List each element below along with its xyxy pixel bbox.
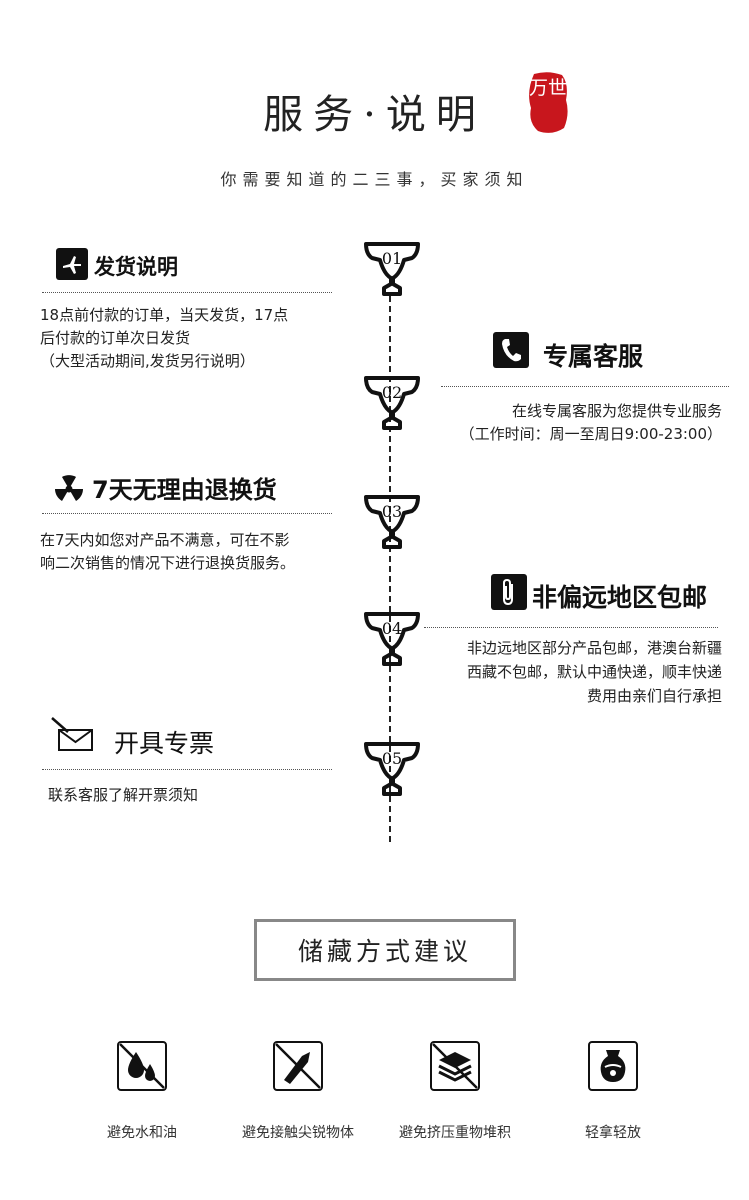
section-title-service: 专属客服	[543, 342, 644, 371]
shipping-line-2: 后付款的订单次日发货	[40, 329, 191, 347]
service-line-1: 在线专属客服为您提供专业服务	[511, 402, 722, 420]
trophy-step-label: 02	[382, 383, 402, 402]
free-shipping-line-1: 非边远地区部分产品包邮，港澳台新疆	[466, 639, 722, 657]
section-title-returns: 7天无理由退换货	[92, 476, 277, 504]
trophy-step-label: 05	[382, 749, 402, 768]
shipping-line-1: 18点前付款的订单，当天发货，17点	[40, 306, 289, 324]
page-subtitle: 你需要知道的二三事，买家须知	[220, 170, 529, 189]
no-stacking-icon	[429, 1040, 481, 1092]
phone-icon	[493, 332, 529, 368]
seal-stamp-icon	[529, 72, 568, 133]
trophy-step-04: 04	[360, 608, 424, 672]
airplane-icon	[56, 248, 88, 280]
divider	[424, 627, 718, 628]
trophy-step-03: 03	[360, 491, 424, 555]
divider	[42, 513, 332, 514]
trophy-step-label: 03	[382, 502, 402, 521]
timeline-line	[389, 296, 391, 842]
no-sharp-objects-icon	[272, 1040, 324, 1092]
section-body-free-shipping: 非边远地区部分产品包邮，港澳台新疆 西藏不包邮，默认中通快递，顺丰快递 费用由亲…	[410, 636, 722, 708]
fragile-vase-icon	[587, 1040, 639, 1092]
returns-line-1: 在7天内如您对产品不满意，可在不影	[40, 531, 290, 549]
free-shipping-line-2: 西藏不包邮，默认中通快递，顺丰快递	[466, 663, 722, 681]
section-title-free-shipping: 非偏远地区包邮	[532, 583, 708, 612]
no-water-oil-icon	[116, 1040, 168, 1092]
returns-line-2: 响二次销售的情况下进行退换货服务。	[40, 554, 296, 572]
section-title-shipping: 发货说明	[94, 255, 178, 279]
service-line-2: （工作时间：周一至周日9:00-23:00）	[459, 425, 722, 443]
invoice-line-1: 联系客服了解开票须知	[48, 786, 199, 804]
divider	[441, 386, 729, 387]
trophy-icon: 03	[364, 495, 420, 549]
storage-title: 储藏方式建议	[297, 937, 472, 966]
trophy-icon: 01	[364, 242, 420, 296]
envelope-icon	[51, 717, 93, 751]
section-title-invoice: 开具专票	[114, 729, 215, 758]
trophy-icon: 04	[364, 612, 420, 666]
trophy-step-02: 02	[360, 372, 424, 436]
section-body-invoice: 联系客服了解开票须知	[48, 784, 368, 807]
free-shipping-line-3: 费用由亲们自行承担	[586, 687, 722, 705]
storage-label: 避免接触尖锐物体	[242, 1125, 354, 1141]
divider	[42, 769, 332, 770]
trophy-icon: 02	[364, 376, 420, 430]
divider	[42, 292, 332, 293]
section-body-shipping: 18点前付款的订单，当天发货，17点 后付款的订单次日发货 （大型活动期间,发货…	[40, 304, 370, 373]
section-body-service: 在线专属客服为您提供专业服务 （工作时间：周一至周日9:00-23:00）	[420, 400, 722, 446]
trophy-step-01: 01	[360, 238, 424, 302]
trophy-icon: 05	[364, 742, 420, 796]
page-title: 服务·说明	[263, 92, 486, 138]
storage-label: 避免水和油	[107, 1125, 177, 1141]
trophy-step-05: 05	[360, 738, 424, 802]
shipping-line-3: （大型活动期间,发货另行说明）	[40, 352, 255, 370]
trophy-step-label: 04	[382, 619, 402, 638]
storage-label: 避免挤压重物堆积	[399, 1125, 511, 1141]
storage-label: 轻拿轻放	[585, 1125, 641, 1141]
radiation-icon	[55, 475, 83, 501]
section-body-returns: 在7天内如您对产品不满意，可在不影 响二次销售的情况下进行退换货服务。	[40, 529, 370, 575]
seal-text: 万世	[528, 77, 567, 99]
paperclip-icon	[491, 574, 527, 610]
storage-title-box: 储藏方式建议	[254, 919, 516, 981]
trophy-step-label: 01	[382, 249, 402, 268]
